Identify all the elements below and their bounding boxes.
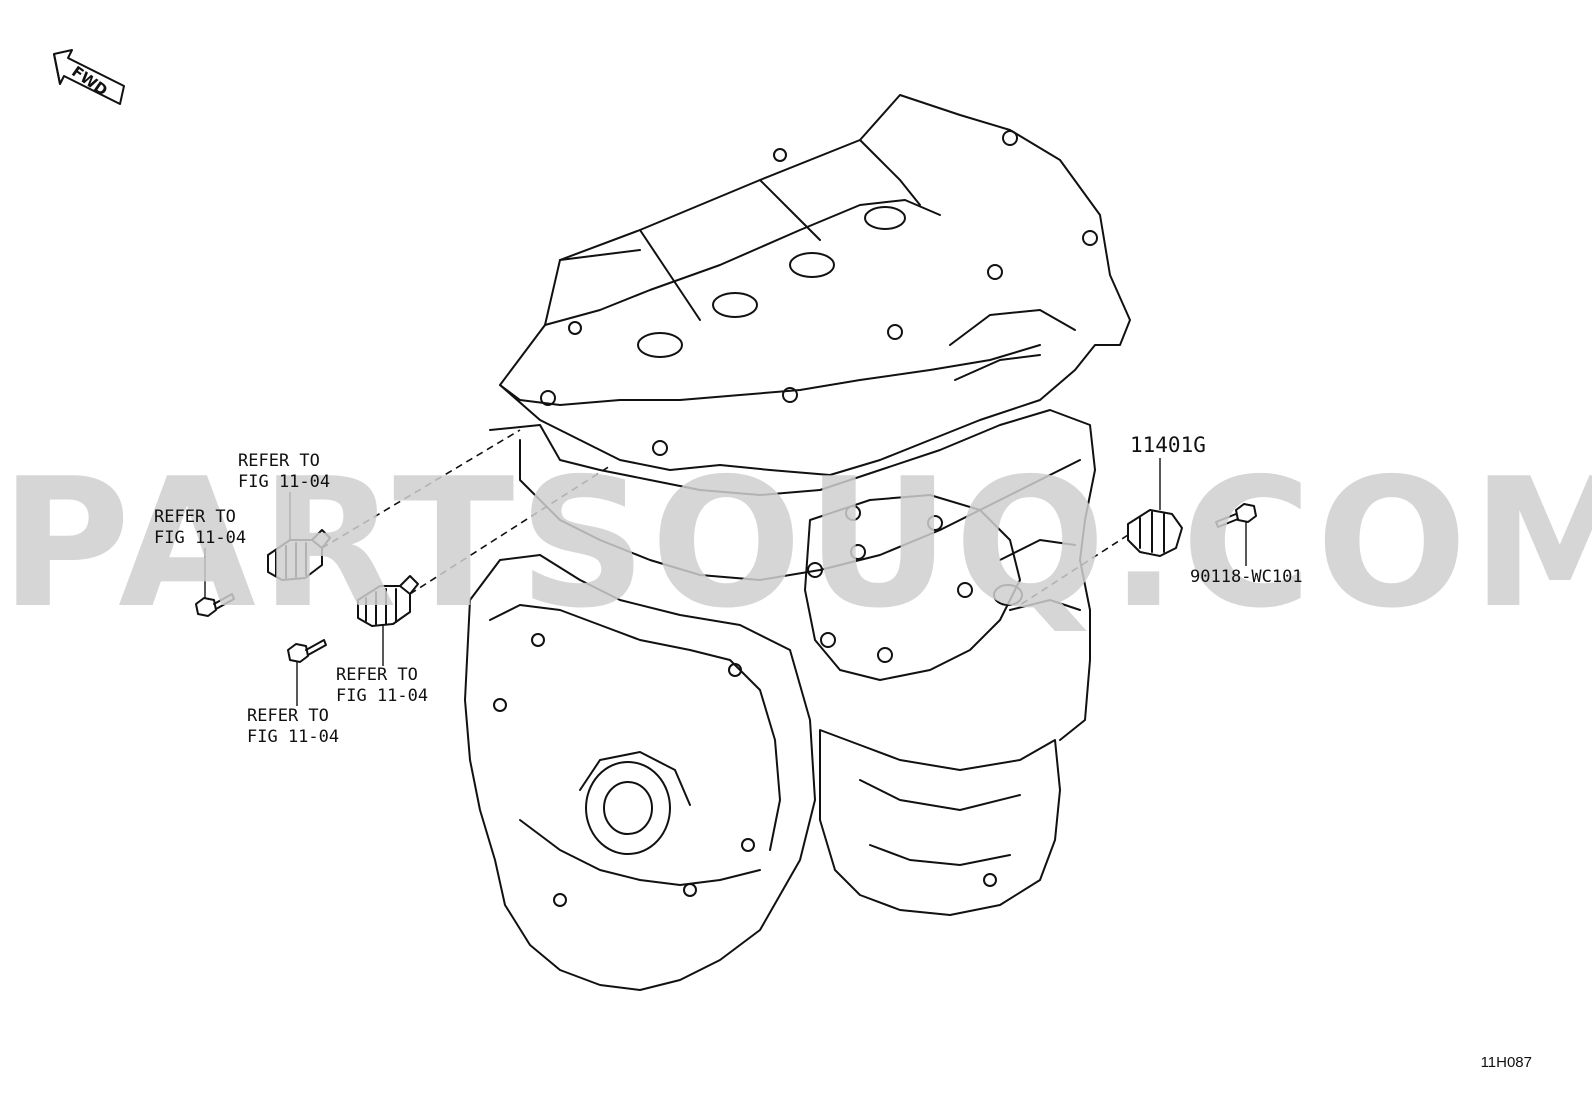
callout-line: REFER TO xyxy=(238,451,320,471)
callout-line: FIG 11-04 xyxy=(336,686,429,706)
callout-line: FIG 11-04 xyxy=(154,528,247,548)
install-line-upper xyxy=(321,429,521,549)
callout-line: FIG 11-04 xyxy=(247,727,340,747)
left-sensor-lower xyxy=(357,575,419,627)
callout-refer-upper-bolt[interactable]: REFER TO FIG 11-04 xyxy=(154,507,246,549)
part-number-90118-wc101[interactable]: 90118-WC101 xyxy=(1190,567,1303,587)
callout-line: REFER TO xyxy=(247,706,329,726)
right-sensor-11401g xyxy=(1127,509,1183,557)
callout-refer-lower-sensor[interactable]: REFER TO FIG 11-04 xyxy=(336,665,428,707)
callout-line: REFER TO xyxy=(154,507,236,527)
install-line-right xyxy=(1019,534,1129,606)
callout-line: FIG 11-04 xyxy=(238,472,331,492)
part-number-11401g[interactable]: 11401G xyxy=(1130,433,1206,457)
callout-refer-upper-sensor[interactable]: REFER TO FIG 11-04 xyxy=(238,451,330,493)
install-lines xyxy=(321,429,1129,606)
left-sensor-upper xyxy=(267,529,331,581)
callout-refer-lower-bolt[interactable]: REFER TO FIG 11-04 xyxy=(247,706,339,748)
forward-arrow-icon xyxy=(53,49,125,105)
leader-lines xyxy=(204,458,1247,706)
left-bolt-upper xyxy=(195,593,235,617)
callout-line: REFER TO xyxy=(336,665,418,685)
diagram-code: 11H087 xyxy=(1480,1054,1532,1071)
right-bolt-90118 xyxy=(1215,503,1257,528)
left-bolt-lower xyxy=(287,639,327,663)
engine-block xyxy=(464,94,1131,991)
install-line-lower xyxy=(409,465,611,595)
